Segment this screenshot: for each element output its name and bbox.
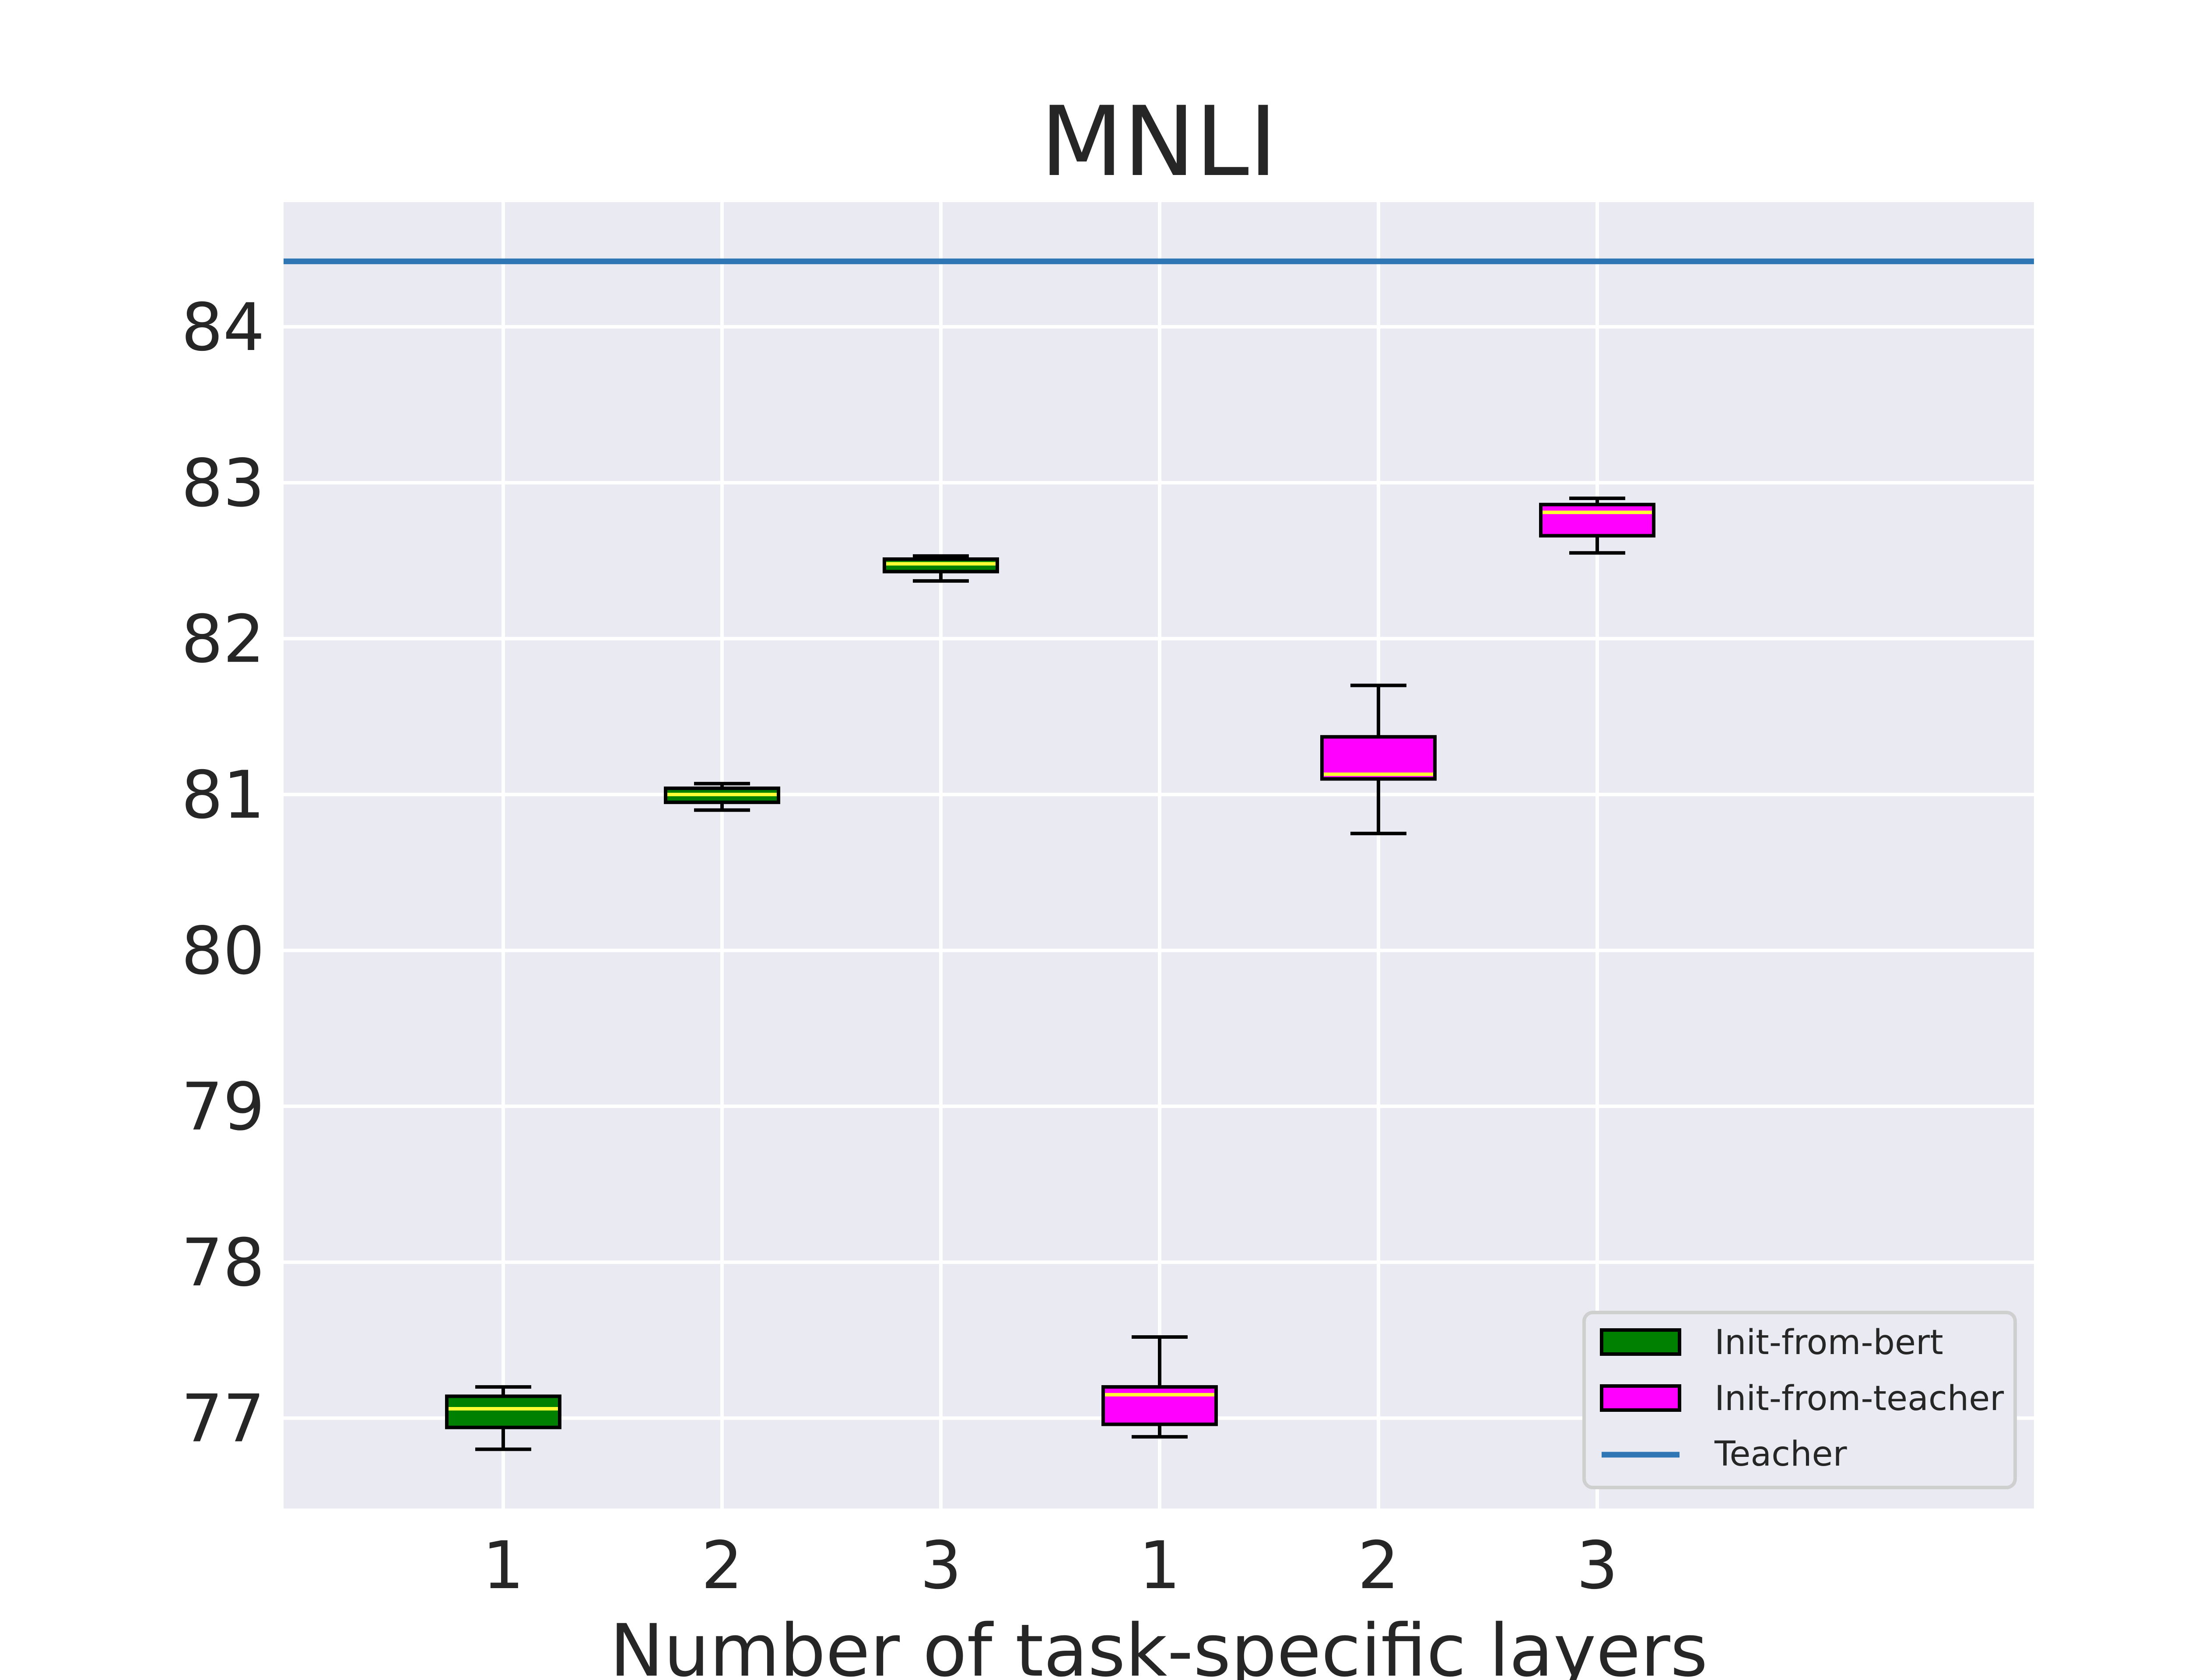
y-tick-label: 79: [181, 1069, 265, 1145]
x-tick-label: 1: [1139, 1528, 1180, 1604]
grid: [284, 202, 2034, 1508]
y-tick-label: 82: [181, 602, 265, 678]
y-tick-label: 77: [181, 1381, 265, 1457]
box-init-from-bert-1: [445, 1385, 561, 1451]
box-body: [1320, 735, 1437, 781]
box-init-from-teacher-1: [1101, 1335, 1218, 1439]
x-tick-label: 3: [1576, 1528, 1618, 1604]
box-body: [445, 1394, 561, 1429]
legend: Init-from-bert Init-from-teacher Teacher: [1582, 1311, 2017, 1489]
x-axis-label: Number of task-specific layers: [610, 1609, 1708, 1680]
y-tick-labels: 77 78 79 80 81 82 83 84: [181, 290, 265, 1457]
x-tick-label: 2: [1357, 1528, 1399, 1604]
box-init-from-bert-2: [664, 782, 780, 812]
legend-swatch-init-from-teacher: [1600, 1384, 1681, 1412]
box-init-from-teacher-3: [1539, 497, 1655, 555]
legend-label-teacher: Teacher: [1714, 1435, 1847, 1474]
y-tick-label: 83: [181, 445, 265, 522]
legend-label-init-from-bert: Init-from-bert: [1715, 1323, 1943, 1362]
box-body: [1101, 1385, 1218, 1426]
y-tick-label: 80: [181, 913, 265, 989]
legend-swatch-init-from-bert: [1600, 1328, 1681, 1356]
legend-label-init-from-teacher: Init-from-teacher: [1715, 1379, 2004, 1418]
box-plots: [445, 497, 1655, 1451]
x-tick-label: 2: [701, 1528, 743, 1604]
legend-frame: [1582, 1311, 2017, 1489]
y-tick-label: 84: [181, 290, 265, 366]
x-tick-label: 1: [482, 1528, 524, 1604]
y-tick-label: 78: [181, 1225, 265, 1301]
x-tick-labels: 1 2 3 1 2 3: [482, 1528, 1618, 1604]
chart-title: MNLI: [1040, 86, 1277, 198]
box-init-from-bert-3: [883, 554, 999, 583]
box-init-from-teacher-2: [1320, 683, 1437, 836]
y-tick-label: 81: [181, 757, 265, 833]
x-tick-label: 3: [920, 1528, 961, 1604]
box-body: [1539, 503, 1655, 538]
